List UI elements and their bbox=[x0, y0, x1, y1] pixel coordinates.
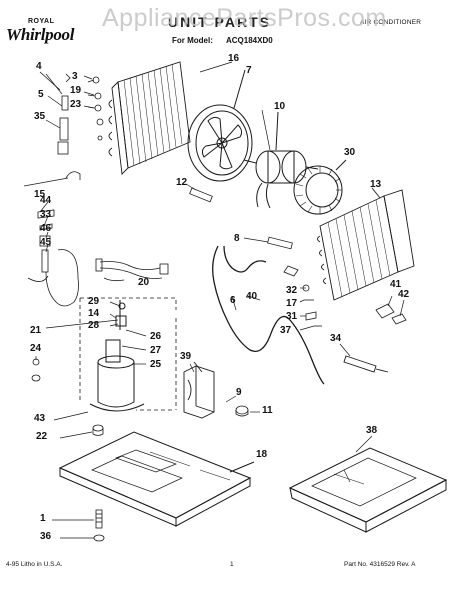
callout-45: 45 bbox=[40, 237, 52, 248]
callout-25: 25 bbox=[150, 359, 162, 370]
callout-24: 24 bbox=[30, 343, 42, 354]
wire-harness bbox=[95, 258, 169, 282]
callout-20: 20 bbox=[138, 277, 150, 288]
footer-page-number: 1 bbox=[230, 561, 234, 568]
callout-46: 46 bbox=[40, 223, 52, 234]
callout-43: 43 bbox=[34, 413, 46, 424]
callout-9: 9 bbox=[236, 387, 242, 398]
model-number: ACQ184XD0 bbox=[226, 36, 273, 45]
callout-13: 13 bbox=[370, 179, 382, 190]
callout-19: 19 bbox=[70, 85, 82, 96]
fasteners bbox=[32, 358, 105, 542]
callout-6: 6 bbox=[230, 295, 236, 306]
callout-17: 17 bbox=[286, 298, 298, 309]
logo-wordmark: Whirlpool bbox=[6, 25, 75, 44]
thermostat-parts bbox=[27, 209, 79, 307]
footer-print-info: 4-95 Litho in U.S.A. bbox=[6, 561, 63, 568]
watermark: AppliancePartsPros.com bbox=[102, 4, 387, 32]
callout-1: 1 bbox=[40, 513, 46, 524]
electrical-parts bbox=[267, 236, 322, 327]
callout-4: 4 bbox=[36, 61, 42, 72]
callout-31: 31 bbox=[286, 311, 298, 322]
callout-34: 34 bbox=[330, 333, 342, 344]
callout-36: 36 bbox=[40, 531, 52, 542]
callout-28: 28 bbox=[88, 320, 100, 331]
callout-44: 44 bbox=[40, 195, 52, 206]
callout-42: 42 bbox=[398, 289, 410, 300]
callout-15: 15 bbox=[34, 189, 46, 200]
callout-30: 30 bbox=[344, 147, 356, 158]
callout-26: 26 bbox=[150, 331, 162, 342]
callout-10: 10 bbox=[274, 101, 286, 112]
callout-21: 21 bbox=[30, 325, 42, 336]
callout-11: 11 bbox=[262, 405, 273, 416]
callout-5: 5 bbox=[38, 89, 44, 100]
leader-lines bbox=[35, 73, 405, 453]
callout-7: 7 bbox=[246, 65, 252, 76]
callout-37: 37 bbox=[280, 325, 292, 336]
footer-part-number: Part No. 4316529 Rev. A bbox=[344, 561, 416, 568]
compressor-assembly bbox=[79, 297, 177, 412]
page-title: UNIT PARTS bbox=[168, 14, 271, 30]
callout-35: 35 bbox=[34, 111, 46, 122]
callout-8: 8 bbox=[234, 233, 240, 244]
evaporator-coil bbox=[317, 187, 415, 301]
callout-38: 38 bbox=[366, 425, 378, 436]
callout-39: 39 bbox=[180, 351, 192, 362]
drain-pan bbox=[288, 447, 448, 533]
base-pan bbox=[58, 431, 255, 527]
callout-27: 27 bbox=[150, 345, 162, 356]
refrigerant-tubing bbox=[212, 245, 325, 385]
blower-wheel bbox=[293, 159, 347, 215]
callout-41: 41 bbox=[390, 279, 402, 290]
callout-33: 33 bbox=[40, 209, 52, 220]
logo-crown-text: ROYAL bbox=[28, 18, 55, 25]
callout-22: 22 bbox=[36, 431, 48, 442]
fan-motor bbox=[243, 111, 319, 209]
grommets bbox=[31, 374, 249, 436]
capacitor bbox=[343, 355, 389, 373]
callout-3: 3 bbox=[72, 71, 78, 82]
callout-40: 40 bbox=[246, 291, 258, 302]
callout-29: 29 bbox=[88, 296, 100, 307]
callout-14: 14 bbox=[88, 308, 100, 319]
callout-32: 32 bbox=[286, 285, 298, 296]
callout-12: 12 bbox=[176, 177, 188, 188]
condenser-coil bbox=[108, 61, 233, 175]
condenser-fan-blade bbox=[187, 69, 253, 182]
whirlpool-logo: ROYAL Whirlpool bbox=[6, 18, 76, 48]
appliance-category: AIR CONDITIONER bbox=[360, 19, 422, 26]
callout-18: 18 bbox=[256, 449, 268, 460]
compressor-bracket bbox=[183, 361, 215, 419]
mounting-brackets bbox=[375, 303, 407, 325]
callout-16: 16 bbox=[228, 53, 240, 64]
callout-23: 23 bbox=[70, 99, 82, 110]
model-label: For Model: bbox=[172, 36, 213, 45]
